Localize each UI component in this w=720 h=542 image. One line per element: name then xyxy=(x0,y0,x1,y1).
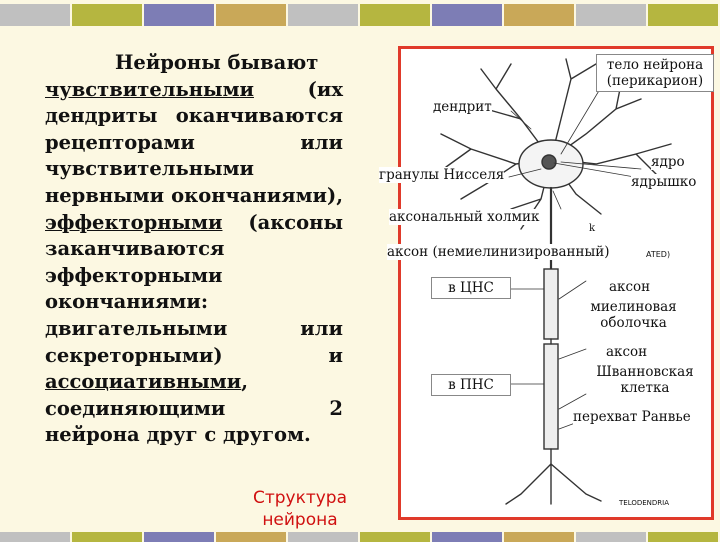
stripe-segment xyxy=(648,4,720,26)
stripe-segment xyxy=(72,4,144,26)
label-partial-text: ATED) xyxy=(646,247,671,263)
stripe-segment xyxy=(576,4,648,26)
stripe-segment xyxy=(504,532,576,542)
label-axon-unmyelinated: аксон (немиелинизированный) xyxy=(387,244,610,260)
stripe-segment xyxy=(216,532,288,542)
stripe-segment xyxy=(432,4,504,26)
label-myelin-sheath: миелиновая оболочка xyxy=(581,299,686,331)
text-associative-desc: , соединяющими 2 нейрона друг с другом. xyxy=(45,370,343,447)
label-axon-myelinated: аксон xyxy=(609,279,651,295)
label-k: k xyxy=(589,221,596,237)
stripe-segment xyxy=(576,532,648,542)
label-dendrite: дендрит xyxy=(433,99,492,115)
stripe-segment xyxy=(360,4,432,26)
text-sensory-desc: (их дендриты оканчиваются рецепторами ил… xyxy=(45,77,343,207)
label-axon-hillock: аксональный холмик xyxy=(389,209,540,225)
term-sensory: чувствительными xyxy=(45,77,254,101)
stripe-segment xyxy=(144,532,216,542)
label-axon-2: аксон xyxy=(606,344,648,360)
stripe-segment xyxy=(72,532,144,542)
label-nucleus: ядро xyxy=(651,154,685,170)
label-perikaryon: тело нейрона (перикарион) xyxy=(596,54,714,92)
top-decorative-stripe xyxy=(0,4,720,26)
stripe-segment xyxy=(216,4,288,26)
stripe-segment xyxy=(504,4,576,26)
stripe-segment xyxy=(432,532,504,542)
stripe-segment xyxy=(648,532,720,542)
neuron-drawing xyxy=(440,58,672,505)
stripe-segment xyxy=(288,532,360,542)
figure-caption: Структура нейрона xyxy=(252,488,348,530)
label-schwann-cell: Шванновская клетка xyxy=(596,364,694,396)
neuron-types-paragraph: Нейроны бывают чувствительными (их дендр… xyxy=(45,50,343,449)
term-associative: ассоциативными xyxy=(45,370,242,394)
stripe-segment xyxy=(360,532,432,542)
stripe-segment xyxy=(0,532,72,542)
text-line-1: Нейроны бывают xyxy=(115,51,319,74)
label-pns: в ПНС xyxy=(431,374,511,396)
text-effector-desc: (аксоны заканчиваются эффекторными оконч… xyxy=(45,210,343,367)
stripe-segment xyxy=(288,4,360,26)
term-effector: эффекторными xyxy=(45,210,223,234)
neuron-figure: тело нейрона (перикарион) дендрит гранул… xyxy=(379,46,714,520)
label-cns: в ЦНС xyxy=(431,277,511,299)
label-node-of-ranvier: перехват Ранвье xyxy=(573,409,691,425)
label-nissl: гранулы Нисселя xyxy=(379,167,505,183)
bottom-decorative-stripe xyxy=(0,532,720,542)
label-telodendria: TELODENDRIA xyxy=(619,495,670,511)
stripe-segment xyxy=(0,4,72,26)
label-nucleolus: ядрышко xyxy=(631,174,697,190)
stripe-segment xyxy=(144,4,216,26)
